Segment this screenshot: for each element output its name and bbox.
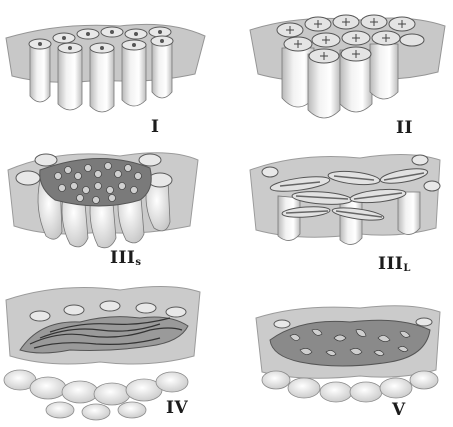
- label-type-I: I: [151, 117, 159, 137]
- panel-type-I: [6, 24, 205, 112]
- panel-type-V: [256, 306, 440, 402]
- panel-type-IIIs: [8, 153, 198, 248]
- panel-type-II: [250, 15, 445, 118]
- villous-lobes: [4, 370, 188, 420]
- label-type-IIIL: IIIL: [378, 254, 411, 274]
- crypt-tubes: [282, 44, 398, 118]
- label-type-V: V: [392, 400, 406, 420]
- label-type-IIIs: IIIs: [110, 248, 142, 268]
- label-type-II: II: [396, 118, 413, 138]
- label-type-IV: IV: [166, 398, 188, 418]
- panel-type-IIIL: [250, 154, 440, 244]
